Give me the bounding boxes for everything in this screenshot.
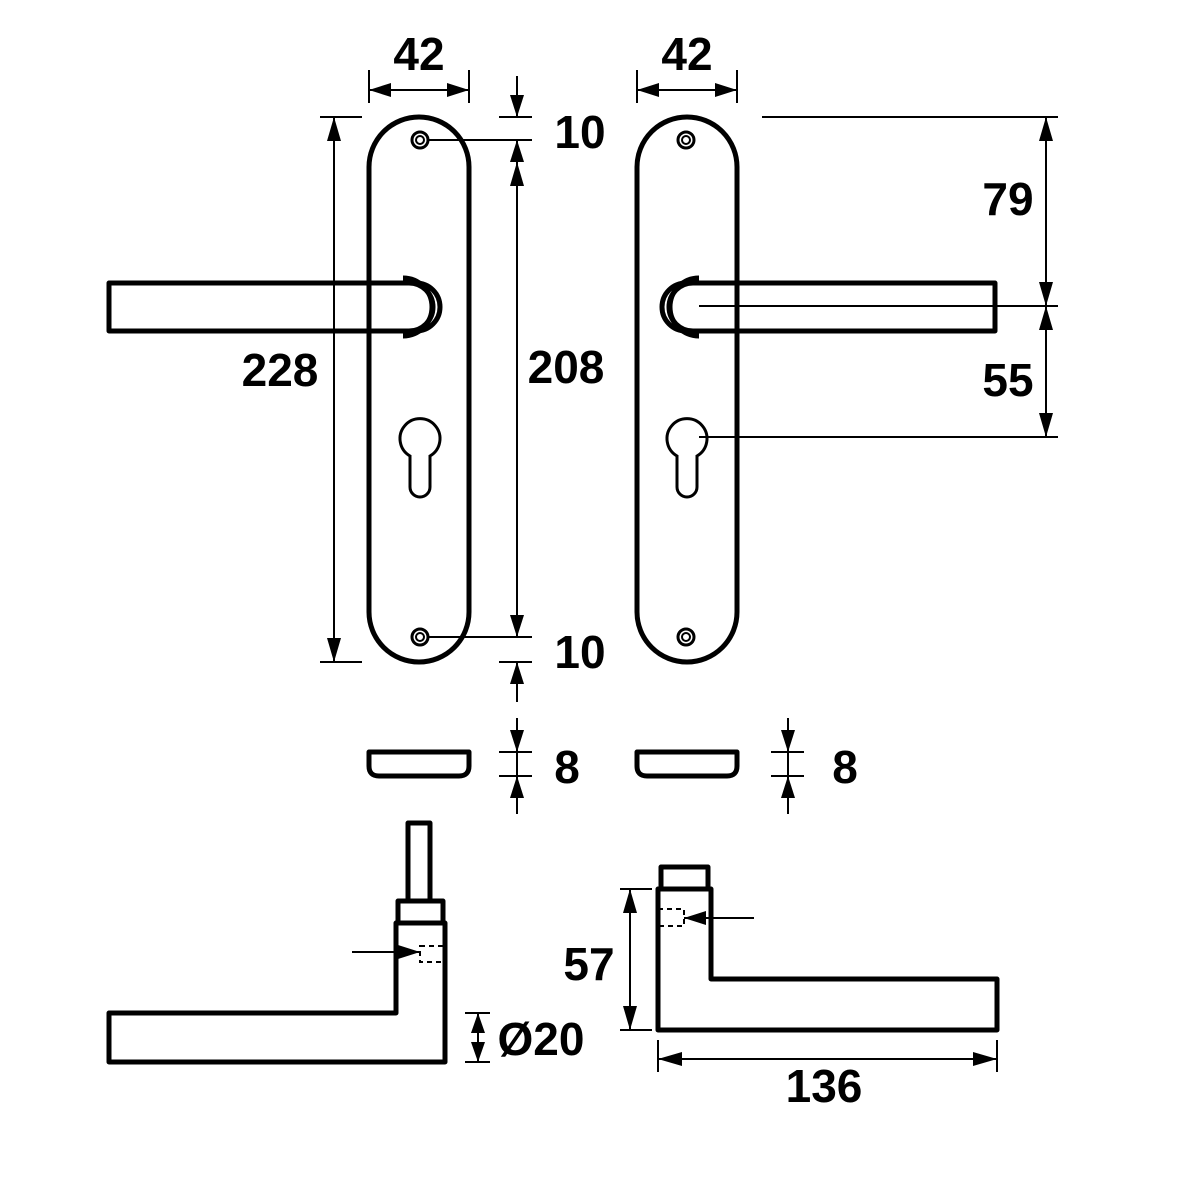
screw-spacing-label: 208 (528, 341, 605, 393)
right-plate-profile: 8 (634, 718, 858, 814)
right-keyhole (665, 417, 709, 499)
lever-length-label: 136 (786, 1060, 863, 1112)
plate-width-right-label: 42 (661, 28, 712, 80)
left-lever-handle (106, 275, 443, 339)
left-plate-profile: 8 (366, 718, 580, 814)
dim-plate-width-right: 42 (636, 28, 738, 103)
dim-vertical-positions: 79 55 (699, 116, 1058, 438)
dim-screw-spacing: 10 208 10 (428, 76, 606, 702)
right-top-screw (676, 130, 696, 150)
left-keyhole (398, 417, 442, 499)
top-to-lever-label: 79 (982, 173, 1033, 225)
right-backplate (634, 114, 740, 665)
right-front-view (634, 114, 998, 665)
left-front-view (106, 114, 472, 665)
right-lever-handle (659, 275, 998, 339)
right-lever-side-view: 57 136 (563, 864, 1000, 1112)
screw-bottom-offset-label: 10 (554, 626, 605, 678)
dim-overall-height: 228 (242, 116, 362, 663)
plate-thickness-left-label: 8 (554, 741, 580, 793)
lever-to-keyhole-label: 55 (982, 354, 1033, 406)
plate-thickness-right-label: 8 (832, 741, 858, 793)
left-bottom-screw (410, 627, 430, 647)
dim-plate-width-left: 42 (368, 28, 470, 103)
lever-height-label: 57 (563, 938, 614, 990)
left-backplate (366, 114, 472, 665)
overall-height-label: 228 (242, 344, 319, 396)
plate-width-left-label: 42 (393, 28, 444, 80)
left-top-screw (410, 130, 430, 150)
right-bottom-screw (676, 627, 696, 647)
screw-top-offset-label: 10 (554, 106, 605, 158)
lever-diameter-label: Ø20 (498, 1013, 585, 1065)
left-lever-side-view: Ø20 (106, 820, 585, 1065)
